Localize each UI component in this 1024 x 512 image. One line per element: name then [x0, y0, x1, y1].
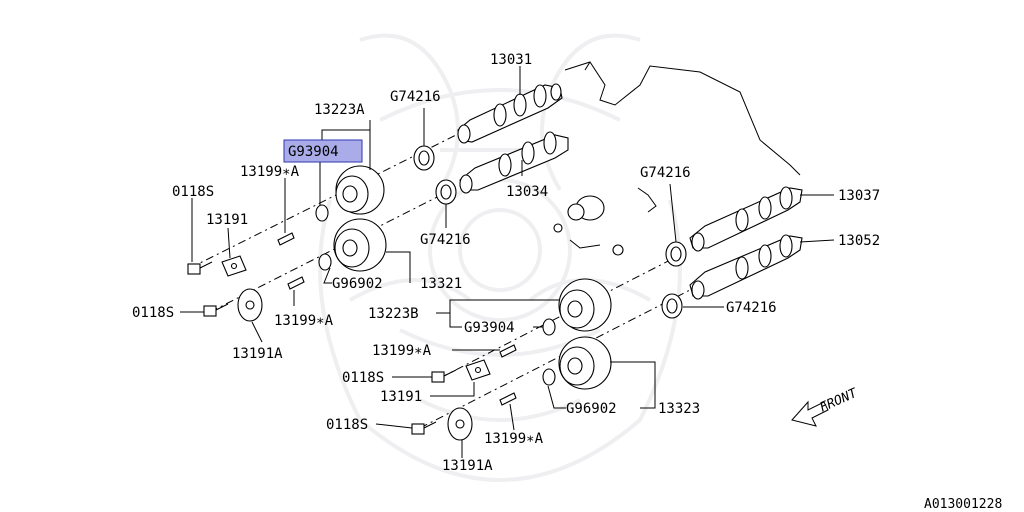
label-13321[interactable]: 13321 — [420, 276, 462, 292]
label-13034[interactable]: 13034 — [506, 184, 548, 200]
bolt-13199a-1[interactable] — [277, 232, 295, 246]
plate-13191a-2[interactable] — [447, 407, 473, 441]
camshaft-13034[interactable] — [459, 131, 569, 194]
front-arrow: FRONT — [791, 386, 861, 427]
camshaft-13037[interactable] — [689, 186, 803, 252]
o-ring-g96902-2[interactable] — [542, 368, 556, 386]
o-ring-g93904-1[interactable] — [315, 204, 329, 222]
misc-small-parts — [553, 187, 657, 256]
label-13037[interactable]: 13037 — [838, 188, 880, 204]
label-13191-2[interactable]: 13191 — [380, 389, 422, 405]
seal-g74216-top[interactable] — [413, 145, 435, 171]
label-g74216-right[interactable]: G74216 — [640, 165, 691, 181]
svg-text:FRONT: FRONT — [818, 386, 861, 416]
bolt-0118s-3[interactable] — [431, 369, 457, 383]
sprocket-13323[interactable] — [558, 336, 612, 390]
bolt-0118s-4[interactable] — [411, 421, 437, 435]
label-13199a-2[interactable]: 13199∗A — [274, 313, 334, 329]
bolt-13199a-2[interactable] — [287, 276, 305, 290]
seal-g74216-low[interactable] — [661, 293, 683, 319]
label-0118s-4[interactable]: 0118S — [326, 417, 368, 433]
label-13199a-4[interactable]: 13199∗A — [484, 431, 544, 447]
label-13199a-3[interactable]: 13199∗A — [372, 343, 432, 359]
diagram-code: A013001228 — [924, 497, 1002, 512]
bolt-13199a-3[interactable] — [499, 344, 517, 358]
label-g93904-selected[interactable]: G93904 — [288, 144, 339, 160]
label-13199a-1[interactable]: 13199∗A — [240, 164, 300, 180]
label-0118s-1[interactable]: 0118S — [172, 184, 214, 200]
seal-g74216-right[interactable] — [665, 241, 687, 267]
plate-13191-1[interactable] — [221, 255, 247, 277]
plate-13191-2[interactable] — [465, 359, 491, 381]
label-13191-1[interactable]: 13191 — [206, 212, 248, 228]
selected-label-highlight — [283, 139, 363, 163]
label-13031[interactable]: 13031 — [490, 52, 532, 68]
center-lines — [189, 127, 691, 429]
label-g74216-mid[interactable]: G74216 — [420, 232, 471, 248]
label-0118s-2[interactable]: 0118S — [132, 305, 174, 321]
sprocket-13223a[interactable] — [335, 165, 385, 215]
label-13052[interactable]: 13052 — [838, 233, 880, 249]
label-0118s-3[interactable]: 0118S — [342, 370, 384, 386]
leader-lines — [180, 66, 835, 458]
label-g93904-2[interactable]: G93904 — [464, 320, 515, 336]
label-13191a-2[interactable]: 13191A — [442, 458, 493, 474]
label-13223a[interactable]: 13223A — [314, 102, 365, 118]
label-13191a-1[interactable]: 13191A — [232, 346, 283, 362]
label-g74216-low[interactable]: G74216 — [726, 300, 777, 316]
sprocket-13321[interactable] — [333, 218, 387, 272]
sprocket-13223b[interactable] — [558, 278, 612, 332]
bolt-13199a-4[interactable] — [499, 392, 517, 406]
label-g74216-top[interactable]: G74216 — [390, 89, 441, 105]
o-ring-g93904-2[interactable] — [542, 318, 556, 336]
camshaft-13052[interactable] — [689, 234, 803, 300]
cylinder-head-outline — [564, 61, 801, 176]
o-ring-g96902-1[interactable] — [318, 253, 332, 271]
part-labels: 13031 13223A G74216 G93904 13199∗A 0118S… — [132, 52, 880, 474]
label-g96902-1[interactable]: G96902 — [332, 276, 383, 292]
seal-g74216-mid[interactable] — [435, 179, 457, 205]
label-13323[interactable]: 13323 — [658, 401, 700, 417]
bolt-0118s-1[interactable] — [187, 261, 213, 275]
plate-13191a-1[interactable] — [237, 288, 263, 322]
camshaft-13031[interactable] — [457, 83, 563, 144]
label-g96902-2[interactable]: G96902 — [566, 401, 617, 417]
bolt-0118s-2[interactable] — [203, 303, 229, 317]
label-13223b[interactable]: 13223B — [368, 306, 419, 322]
